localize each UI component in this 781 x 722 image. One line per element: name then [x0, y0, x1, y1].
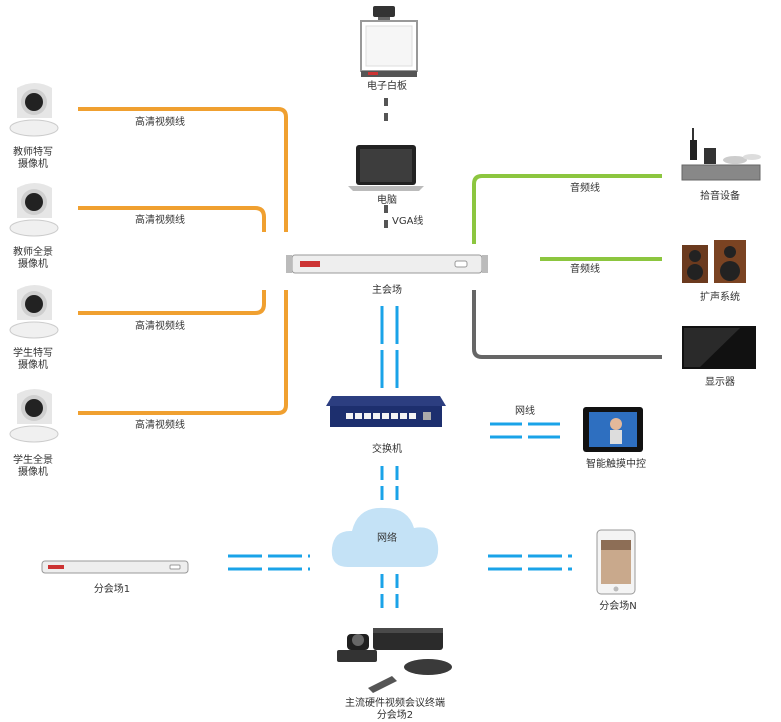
display-cable	[472, 290, 662, 359]
audio-cable-1-label: 音频线	[570, 183, 600, 194]
vc-terminal-sublabel: 分会场2	[376, 710, 414, 721]
audio-cable-1	[472, 174, 662, 244]
main-venue-label: 主会场	[372, 285, 402, 296]
touch-panel-device	[583, 407, 643, 452]
pickup-device	[681, 128, 761, 181]
net-cable-label: 网线	[515, 406, 535, 417]
camera-3-device	[9, 285, 59, 339]
hd-cable-1-label: 高清视频线	[135, 117, 185, 128]
main-venue-device	[286, 254, 488, 274]
sub-venue-n-device	[596, 529, 636, 595]
vc-terminal-device	[337, 628, 452, 693]
hd-cable-4-label: 高清视频线	[135, 420, 185, 431]
hd-cable-1	[78, 107, 288, 232]
speakers-label: 扩声系统	[700, 292, 740, 303]
camera-2-label: 教师全景摄像机	[13, 247, 53, 270]
sub-venue-1-label: 分会场1	[93, 584, 131, 595]
whiteboard-device	[360, 6, 418, 77]
camera-4-device	[9, 389, 59, 443]
audio-cable-2-label: 音频线	[570, 264, 600, 275]
net-cloud-sub1	[228, 554, 310, 571]
vga-label: VGA线	[392, 216, 424, 227]
net-main-switch	[380, 306, 399, 388]
whiteboard-label: 电子白板	[367, 81, 407, 92]
hd-cable-2	[78, 206, 266, 232]
sub-venue-1-device	[41, 560, 189, 574]
camera-3-label: 学生特写摄像机	[13, 348, 53, 371]
computer-label: 电脑	[377, 195, 397, 206]
switch-label: 交换机	[372, 444, 402, 455]
display-device	[682, 326, 756, 369]
display-label: 显示器	[705, 377, 735, 388]
hd-cable-3-label: 高清视频线	[135, 321, 185, 332]
camera-4-label: 学生全景摄像机	[13, 455, 53, 478]
pickup-label: 拾音设备	[700, 191, 740, 202]
vc-terminal-label: 主流硬件视频会议终端	[345, 698, 445, 709]
network-cloud	[331, 507, 439, 567]
touch-panel-label: 智能触摸中控	[586, 459, 646, 470]
net-cloud-subN	[488, 554, 572, 571]
camera-2-device	[9, 183, 59, 237]
net-cloud-terminal	[380, 574, 399, 608]
hd-cable-2-label: 高清视频线	[135, 215, 185, 226]
net-switch-touch	[490, 422, 566, 439]
sub-venue-n-label: 分会场N	[599, 601, 637, 612]
camera-1-label: 教师特写摄像机	[13, 147, 53, 170]
camera-1-device	[9, 83, 59, 137]
hd-cable-3	[78, 290, 266, 315]
switch-device	[326, 396, 446, 427]
speakers-device	[682, 240, 746, 283]
network-label: 网络	[377, 533, 397, 544]
computer-device	[348, 145, 424, 191]
net-switch-cloud	[380, 466, 399, 500]
hd-cable-4	[78, 290, 288, 415]
